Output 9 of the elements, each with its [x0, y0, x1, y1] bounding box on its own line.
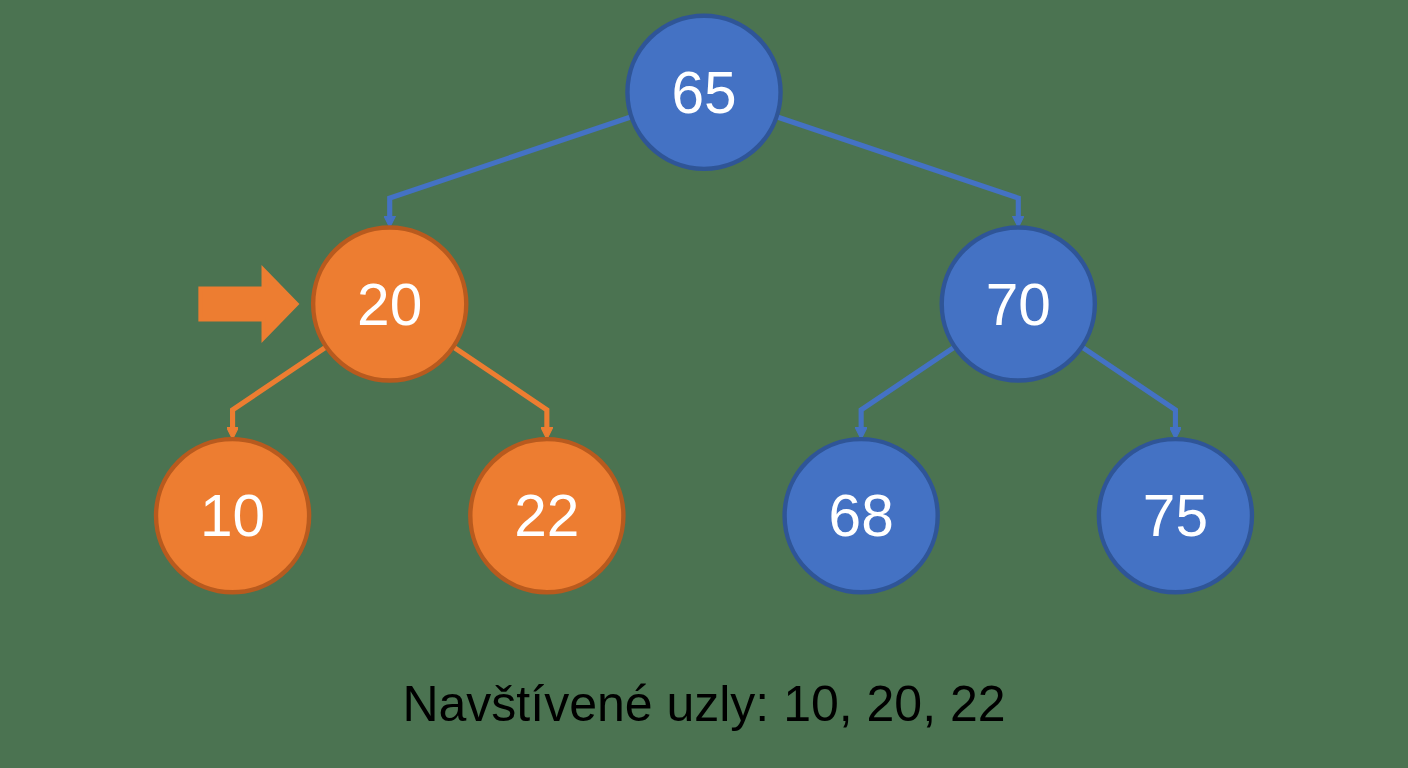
circle-node: 70 [939, 225, 1098, 383]
circle-node: 10 [153, 436, 312, 595]
circle-node: 68 [782, 436, 940, 595]
circle-node: 20 [310, 225, 469, 383]
circle-node: 75 [1096, 436, 1255, 595]
caption: Navštívené uzly: 10, 20, 22 [402, 676, 1006, 732]
circle-node: 65 [625, 13, 783, 172]
block-arrow [198, 264, 300, 344]
circle-node: 22 [468, 436, 626, 595]
